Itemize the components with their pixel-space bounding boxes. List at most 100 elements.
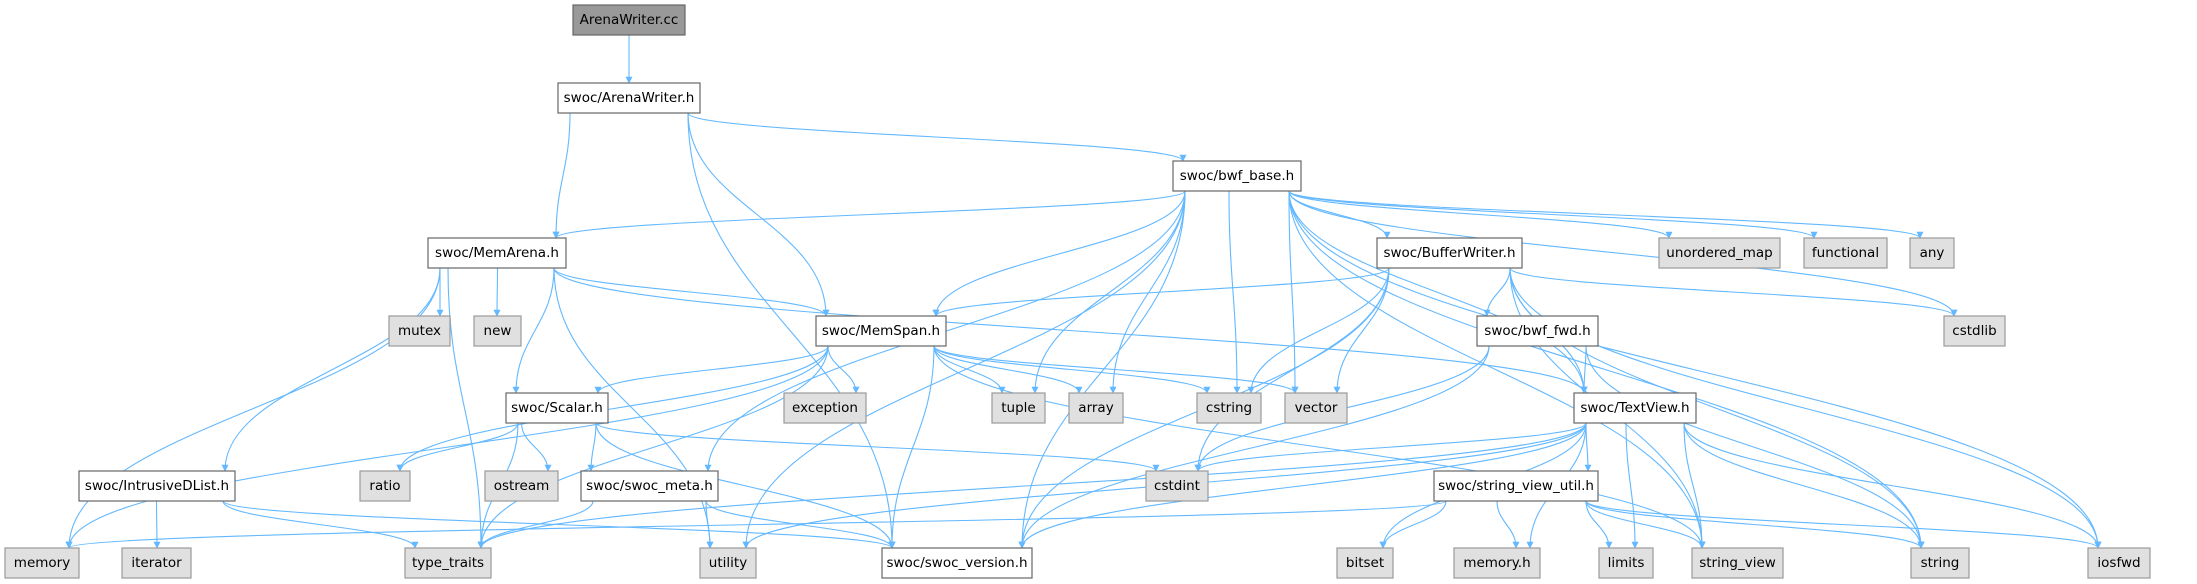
node-label: memory.h [1463,555,1530,571]
node-limits[interactable]: limits [1598,547,1654,579]
edge-svutil-to-memoryh [1496,500,1520,549]
edge-intrusive-to-type_traits [222,500,419,549]
node-memspan[interactable]: swoc/MemSpan.h [815,315,947,347]
node-label: cstdint [1154,478,1200,494]
node-box [1910,547,1970,579]
node-box [1172,160,1302,192]
edge-memspan-to-vector [933,345,1299,394]
node-label: swoc/MemArena.h [435,245,559,261]
edge-bwfbase-to-any [1288,190,1924,239]
node-exception[interactable]: exception [783,392,867,424]
edge-bwfbase-to-cstdlib [1288,190,1958,317]
edge-textview-to-iosfwd [1683,422,2102,549]
edge-memspan-to-cstring [933,345,1211,394]
node-textview[interactable]: swoc/TextView.h [1573,392,1697,424]
edge-scalar-to-cstdint [595,422,1160,472]
node-box [359,470,411,502]
node-vector[interactable]: vector [1284,392,1348,424]
node-type_traits[interactable]: type_traits [404,547,492,579]
edge-bwfbase-to-string [1288,190,1925,549]
node-awcc[interactable]: ArenaWriter.cc [572,4,686,36]
node-memarena[interactable]: swoc/MemArena.h [427,237,567,269]
node-box [881,547,1033,579]
node-box [4,547,80,579]
edge-awh-to-memarena [552,112,571,239]
node-label: functional [1812,245,1879,261]
node-box [1376,237,1523,269]
node-label: swoc/IntrusiveDList.h [85,478,229,494]
node-memoryh[interactable]: memory.h [1453,547,1541,579]
node-box [557,82,701,114]
node-utility[interactable]: utility [699,547,757,579]
edge-svutil-to-limits [1585,500,1613,549]
edge-bwfbase-to-version [1018,190,1186,549]
edge-memspan-to-exception [827,345,860,394]
edge-memarena-to-new [493,267,501,317]
edge-bufwriter-to-cstdlib [1509,267,1958,317]
edge-memarena-to-intrusive [221,267,441,472]
node-box [404,547,492,579]
node-mutex[interactable]: mutex [388,315,451,347]
node-label: swoc/swoc_meta.h [586,478,713,494]
node-string_view[interactable]: string_view [1691,547,1784,579]
node-scalar[interactable]: swoc/Scalar.h [505,392,609,424]
node-svutil[interactable]: swoc/string_view_util.h [1433,470,1599,502]
node-box [2087,547,2151,579]
edge-svutil-to-bitset [1379,500,1447,549]
node-bwffwd[interactable]: swoc/bwf_fwd.h [1476,315,1599,347]
node-tuple[interactable]: tuple [991,392,1046,424]
node-string[interactable]: string [1910,547,1970,579]
node-box [1284,392,1348,424]
node-cstring[interactable]: cstring [1196,392,1262,424]
node-functional[interactable]: functional [1803,237,1888,269]
edge-svutil-to-string [1585,500,1925,549]
edge-textview-to-svutil [1584,422,1592,472]
node-cstdint[interactable]: cstdint [1145,470,1209,502]
node-awh[interactable]: swoc/ArenaWriter.h [557,82,701,114]
edge-bwfbase-to-string_view [1288,190,1706,549]
node-ratio[interactable]: ratio [359,470,411,502]
node-any[interactable]: any [1909,237,1955,269]
node-box [1068,392,1124,424]
edge-memspan-to-ratio [396,345,829,472]
edge-textview-to-version [1018,422,1587,549]
node-box [1196,392,1262,424]
edge-intrusive-to-iterator [153,500,161,549]
edge-bwfbase-to-array [1109,190,1186,394]
node-box [572,4,686,36]
node-new[interactable]: new [473,315,522,347]
edge-memspan-to-scalar [594,345,829,394]
node-ostream[interactable]: ostream [484,470,559,502]
node-label: exception [792,400,858,416]
node-label: type_traits [412,555,484,571]
edge-bwfbase-to-memarena [552,190,1186,239]
node-array[interactable]: array [1068,392,1124,424]
node-bwfbase[interactable]: swoc/bwf_base.h [1172,160,1302,192]
node-label: ratio [369,478,400,494]
node-iosfwd[interactable]: iosfwd [2087,547,2151,579]
edge-bufwriter-to-cstring [1247,267,1390,394]
node-bitset[interactable]: bitset [1336,547,1394,579]
node-label: utility [709,555,747,571]
edge-textview-to-type_traits [477,422,1587,549]
edge-memspan-to-string_view [933,345,1706,549]
node-meta[interactable]: swoc/swoc_meta.h [580,470,719,502]
node-intrusive[interactable]: swoc/IntrusiveDList.h [78,470,236,502]
node-version[interactable]: swoc/swoc_version.h [881,547,1033,579]
edge-svutil-to-string_view [1585,500,1706,549]
node-box [505,392,609,424]
node-iterator[interactable]: iterator [121,547,192,579]
node-cstdlib[interactable]: cstdlib [1943,315,2006,347]
node-box [1943,315,2006,347]
node-bufwriter[interactable]: swoc/BufferWriter.h [1376,237,1523,269]
edge-memarena-to-memory [65,267,441,549]
node-label: iterator [131,555,182,571]
edge-scalar-to-ostream [520,422,552,472]
edge-memarena-to-type_traits [447,267,485,549]
node-memory[interactable]: memory [4,547,80,579]
node-box [815,315,947,347]
node-unordered_map[interactable]: unordered_map [1658,237,1781,269]
edge-memspan-to-array [933,345,1083,394]
node-box [1803,237,1888,269]
edge-bwfbase-to-tuple [1031,190,1186,394]
